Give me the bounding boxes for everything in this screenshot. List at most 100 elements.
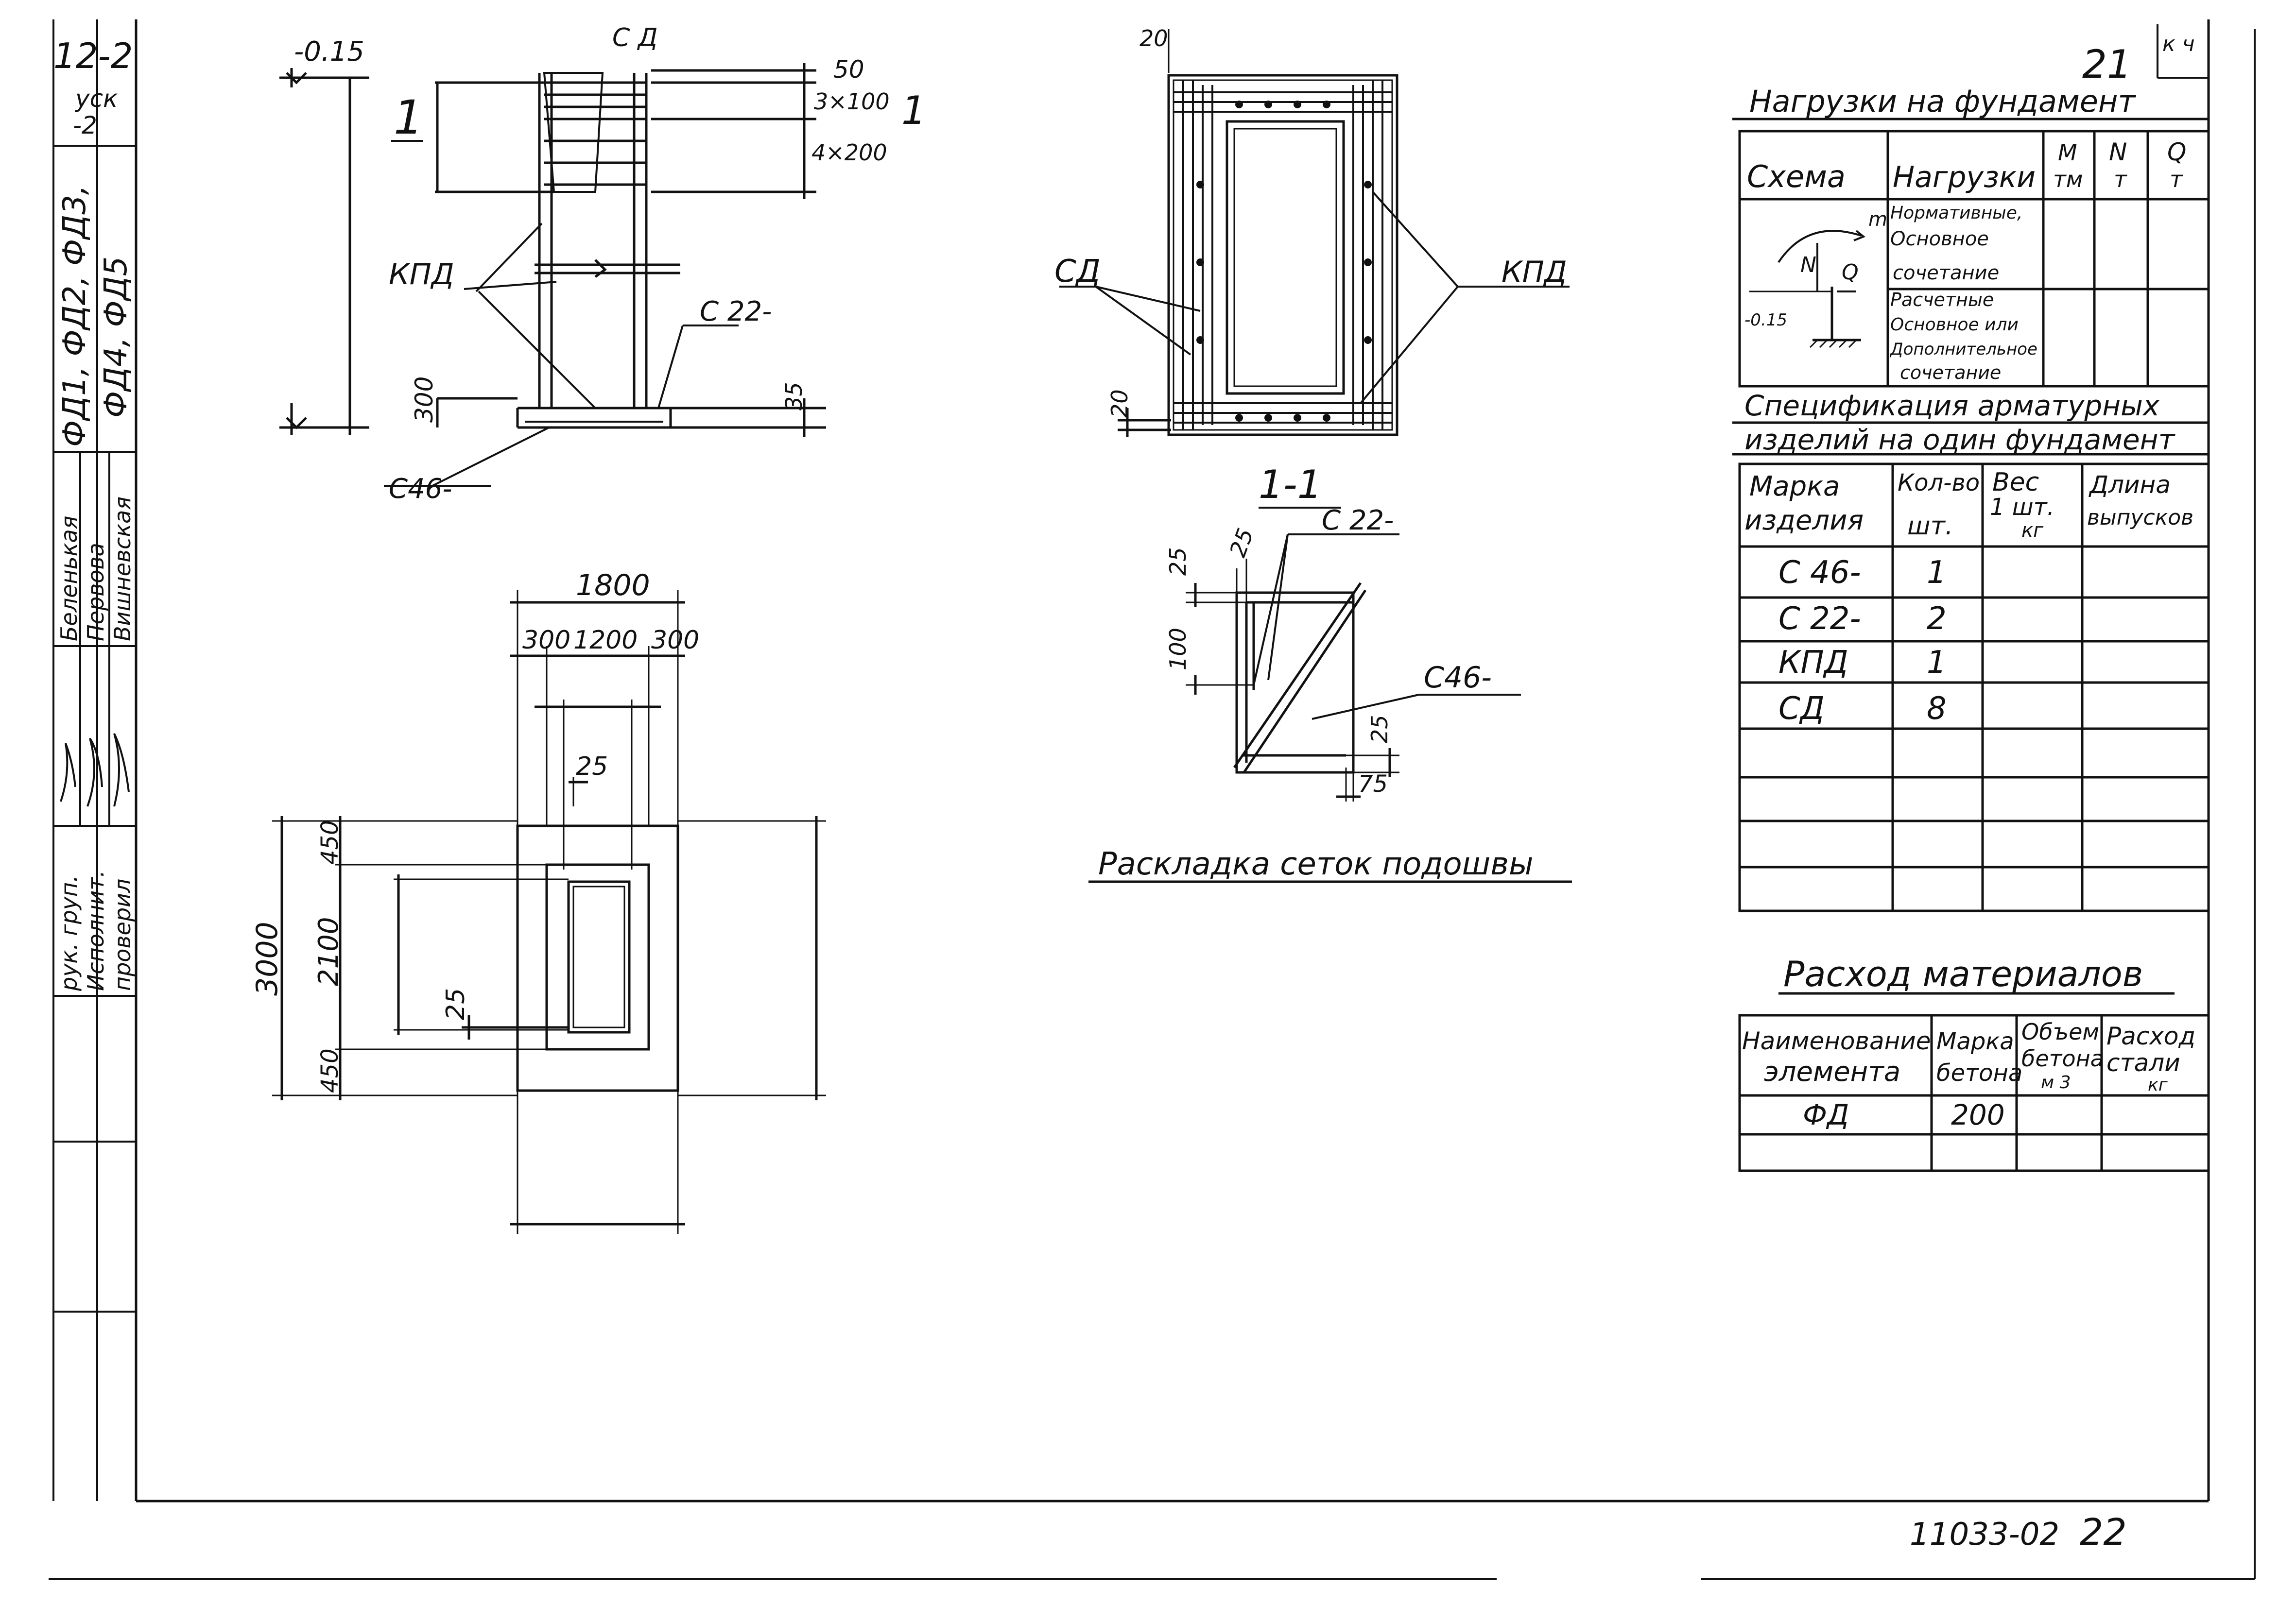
loads-row2-l4: сочетание xyxy=(1900,362,2001,383)
scheme-q: Q xyxy=(1842,260,1859,285)
detail-title: 1-1 xyxy=(1259,462,1322,507)
materials-h-grade-1: Марка xyxy=(1936,1028,2014,1055)
section-kpd-label: КПД xyxy=(389,257,454,291)
plan-view: 1800 300 1200 300 25 3000 450 2100 450 2… xyxy=(250,568,826,1234)
materials-h-vol-3: м 3 xyxy=(2041,1073,2071,1093)
spec-h-w-1: Вес xyxy=(1992,468,2039,497)
materials-h-steel-2: стали xyxy=(2106,1049,2180,1077)
side-stamp: 12-2 уск -2 ФД1, ФД2, ФД3, ФД4, ФД5 рук.… xyxy=(52,19,136,1501)
loads-h-q-1: Q xyxy=(2167,138,2186,166)
section-callout-1: 1 xyxy=(394,90,423,145)
detail-dim-25-b: 25 xyxy=(1225,525,1259,560)
section-item-top: С Д xyxy=(612,23,657,52)
stamp-code-line1: 12-2 xyxy=(53,35,133,76)
section-callout-1-right: 1 xyxy=(901,88,926,133)
spec-row-2-qty: 2 xyxy=(1927,601,1947,637)
materials-h-steel-3: кг xyxy=(2148,1075,2168,1095)
plan-dim-300-left: 300 xyxy=(522,626,570,655)
spec-title-l2: изделий на один фундамент xyxy=(1744,423,2176,456)
stamp-marks-line2: ФД4, ФД5 xyxy=(98,256,134,418)
detail-c46-label: С46- xyxy=(1424,661,1492,695)
spec-h-mark-2: изделия xyxy=(1744,505,1864,536)
series-code: 11033-02 xyxy=(1910,1517,2059,1553)
scheme-n: N xyxy=(1800,253,1816,277)
loads-h-loads: Нагрузки xyxy=(1893,160,2036,194)
section-dim-50: 50 xyxy=(833,55,864,84)
plan-dim-1200: 1200 xyxy=(573,626,638,655)
loads-row2-l1: Расчетные xyxy=(1890,289,1994,310)
spec-h-w-3: кг xyxy=(2021,519,2044,542)
plan-dim-450-bottom: 450 xyxy=(316,1048,344,1093)
spec-row-3-qty: 1 xyxy=(1927,645,1947,681)
stamp-name-3: Вишневская xyxy=(109,496,136,641)
spec-h-len-2: выпусков xyxy=(2087,505,2193,530)
detail-caption: Раскладка сеток подошвы xyxy=(1098,846,1533,882)
materials-h-vol-2: бетона xyxy=(2021,1045,2104,1072)
loads-row1-l2: Основное xyxy=(1890,228,1989,250)
materials-row-name: ФД xyxy=(1803,1098,1849,1131)
loads-title: Нагрузки на фундамент xyxy=(1749,84,2136,119)
materials-table: Расход материалов Наименование элемента … xyxy=(1738,954,2210,1172)
plan-dim-25-left: 25 xyxy=(441,988,470,1020)
detail-dim-25-a: 25 xyxy=(1165,547,1191,576)
detail-dim-75: 75 xyxy=(1358,770,1388,798)
spec-row-4-mark: СД xyxy=(1778,691,1825,727)
stamp-name-2: Первова xyxy=(83,543,109,641)
stamp-role-3: проверил xyxy=(109,879,136,991)
plan-dim-450-top: 450 xyxy=(316,820,344,865)
detail-dim-100: 100 xyxy=(1165,628,1191,670)
section-dim-3x100: 3×100 xyxy=(814,88,890,115)
sheet-number: 22 xyxy=(2080,1510,2127,1554)
mesh-dim-20-bottom: 20 xyxy=(1106,389,1133,418)
stamp-code-line2: уск xyxy=(74,85,118,113)
stamp-name-1: Беленькая xyxy=(56,516,82,641)
detail-dim-25-c: 25 xyxy=(1366,715,1393,743)
section-dim-4x200: 4×200 xyxy=(811,139,887,166)
loads-h-m-2: тм xyxy=(2053,166,2083,192)
materials-h-vol-1: Объем xyxy=(2021,1019,2099,1045)
spec-row-4-qty: 8 xyxy=(1927,691,1947,727)
plan-dim-25-top: 25 xyxy=(576,752,608,781)
spec-row-1-mark: С 46- xyxy=(1778,555,1861,591)
spec-h-qty-2: шт. xyxy=(1907,512,1953,541)
spec-row-3-mark: КПД xyxy=(1778,645,1848,681)
plan-dim-3000: 3000 xyxy=(250,922,284,996)
mesh-kpd-label: КПД xyxy=(1502,255,1567,289)
loads-row1-l1: Нормативные, xyxy=(1890,203,2022,223)
section-view: -0.15 С Д 50 3×100 1 4×200 1 КПД С 22- 3… xyxy=(279,23,926,505)
spec-row-1-qty: 1 xyxy=(1927,555,1947,591)
materials-title: Расход материалов xyxy=(1783,954,2143,994)
spec-row-2-mark: С 22- xyxy=(1778,601,1861,637)
plan-dim-1800: 1800 xyxy=(576,568,650,602)
mesh-dim-20-top: 20 xyxy=(1139,25,1168,51)
spec-h-len-1: Длина xyxy=(2089,471,2171,499)
mesh-cd-label: СД xyxy=(1054,254,1101,290)
scheme-level: -0.15 xyxy=(1744,310,1787,330)
spec-title-l1: Спецификация арматурных xyxy=(1744,389,2160,422)
loads-h-q-2: т xyxy=(2170,166,2183,192)
plan-dim-2100: 2100 xyxy=(313,917,345,986)
loads-h-n-2: т xyxy=(2114,166,2127,192)
section-c22-label: С 22- xyxy=(700,296,772,327)
spec-table: Спецификация арматурных изделий на один … xyxy=(1732,389,2210,912)
bottom-mesh-view: 20 СД КПД 20 xyxy=(1054,25,1570,437)
loads-row2-l3: Дополнительное xyxy=(1889,340,2037,359)
materials-h-steel-1: Расход xyxy=(2106,1022,2195,1050)
materials-row-grade: 200 xyxy=(1951,1098,2005,1131)
spec-h-mark-1: Марка xyxy=(1749,471,1840,502)
stamp-role-2: Исполнит. xyxy=(83,870,109,991)
section-c46-label: С46- xyxy=(389,473,452,505)
loads-row2-l2: Основное или xyxy=(1890,315,2019,335)
stamp-signatures xyxy=(60,733,130,807)
loads-h-m-1: M xyxy=(2058,139,2077,166)
materials-h-name-2: элемента xyxy=(1764,1056,1900,1088)
materials-h-name-1: Наименование xyxy=(1742,1027,1931,1055)
loads-h-scheme: Схема xyxy=(1747,159,1846,194)
loads-table: 21 к ч Нагрузки на фундамент Схема Нагру… xyxy=(1732,24,2210,388)
spec-h-w-2: 1 шт. xyxy=(1990,494,2054,521)
scheme-m: m xyxy=(1868,208,1887,231)
sheet-frame xyxy=(49,19,2256,1580)
plan-dim-300-right: 300 xyxy=(651,626,699,655)
loads-row1-l3: сочетание xyxy=(1893,262,1999,284)
